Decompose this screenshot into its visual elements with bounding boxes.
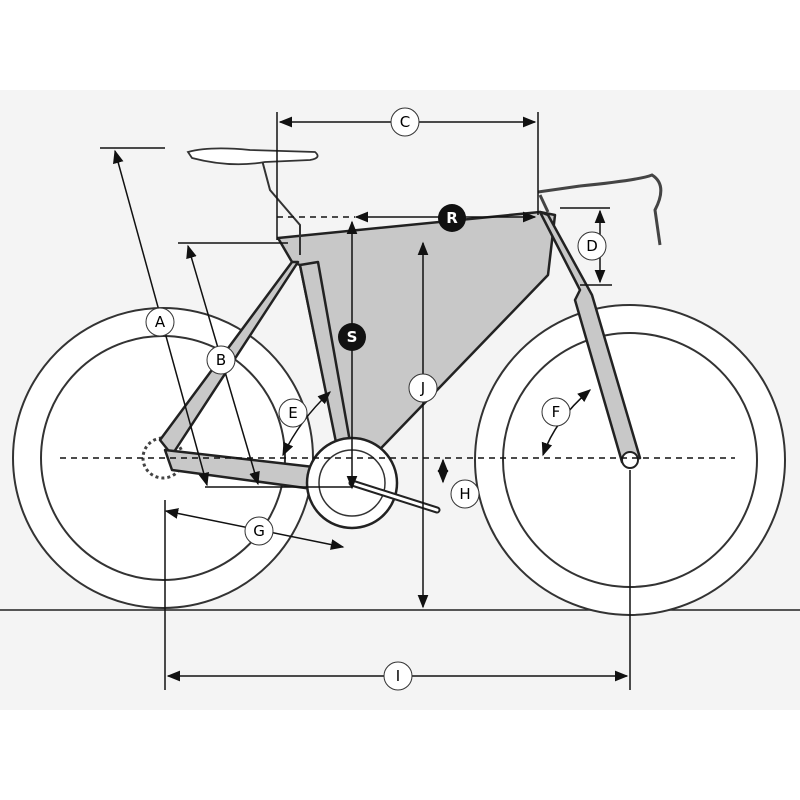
svg-text:G: G — [253, 522, 265, 540]
svg-text:A: A — [155, 313, 166, 331]
seatpost — [261, 159, 301, 255]
label-h: H — [450, 479, 480, 509]
svg-text:D: D — [586, 237, 598, 255]
handlebar — [537, 173, 663, 246]
label-j: J — [408, 373, 438, 403]
label-s: S — [338, 323, 366, 351]
saddle — [186, 147, 319, 166]
label-g: G — [244, 516, 274, 546]
svg-text:B: B — [216, 351, 226, 369]
svg-text:J: J — [420, 379, 425, 397]
svg-text:E: E — [288, 404, 297, 422]
label-r: R — [438, 204, 466, 232]
label-e: E — [278, 398, 308, 428]
svg-text:H: H — [459, 485, 470, 503]
label-d: D — [577, 231, 607, 261]
svg-text:C: C — [400, 113, 410, 131]
label-b: B — [206, 345, 236, 375]
svg-text:F: F — [552, 403, 561, 421]
label-f: F — [541, 397, 571, 427]
label-c: C — [390, 107, 420, 137]
front-hub — [621, 451, 639, 469]
label-a: A — [145, 307, 175, 337]
svg-text:I: I — [396, 667, 400, 685]
label-i: I — [383, 661, 413, 691]
svg-text:R: R — [446, 209, 458, 227]
svg-text:S: S — [347, 328, 358, 346]
dimension-labels: C R S A B D E F J H G I — [145, 107, 607, 691]
